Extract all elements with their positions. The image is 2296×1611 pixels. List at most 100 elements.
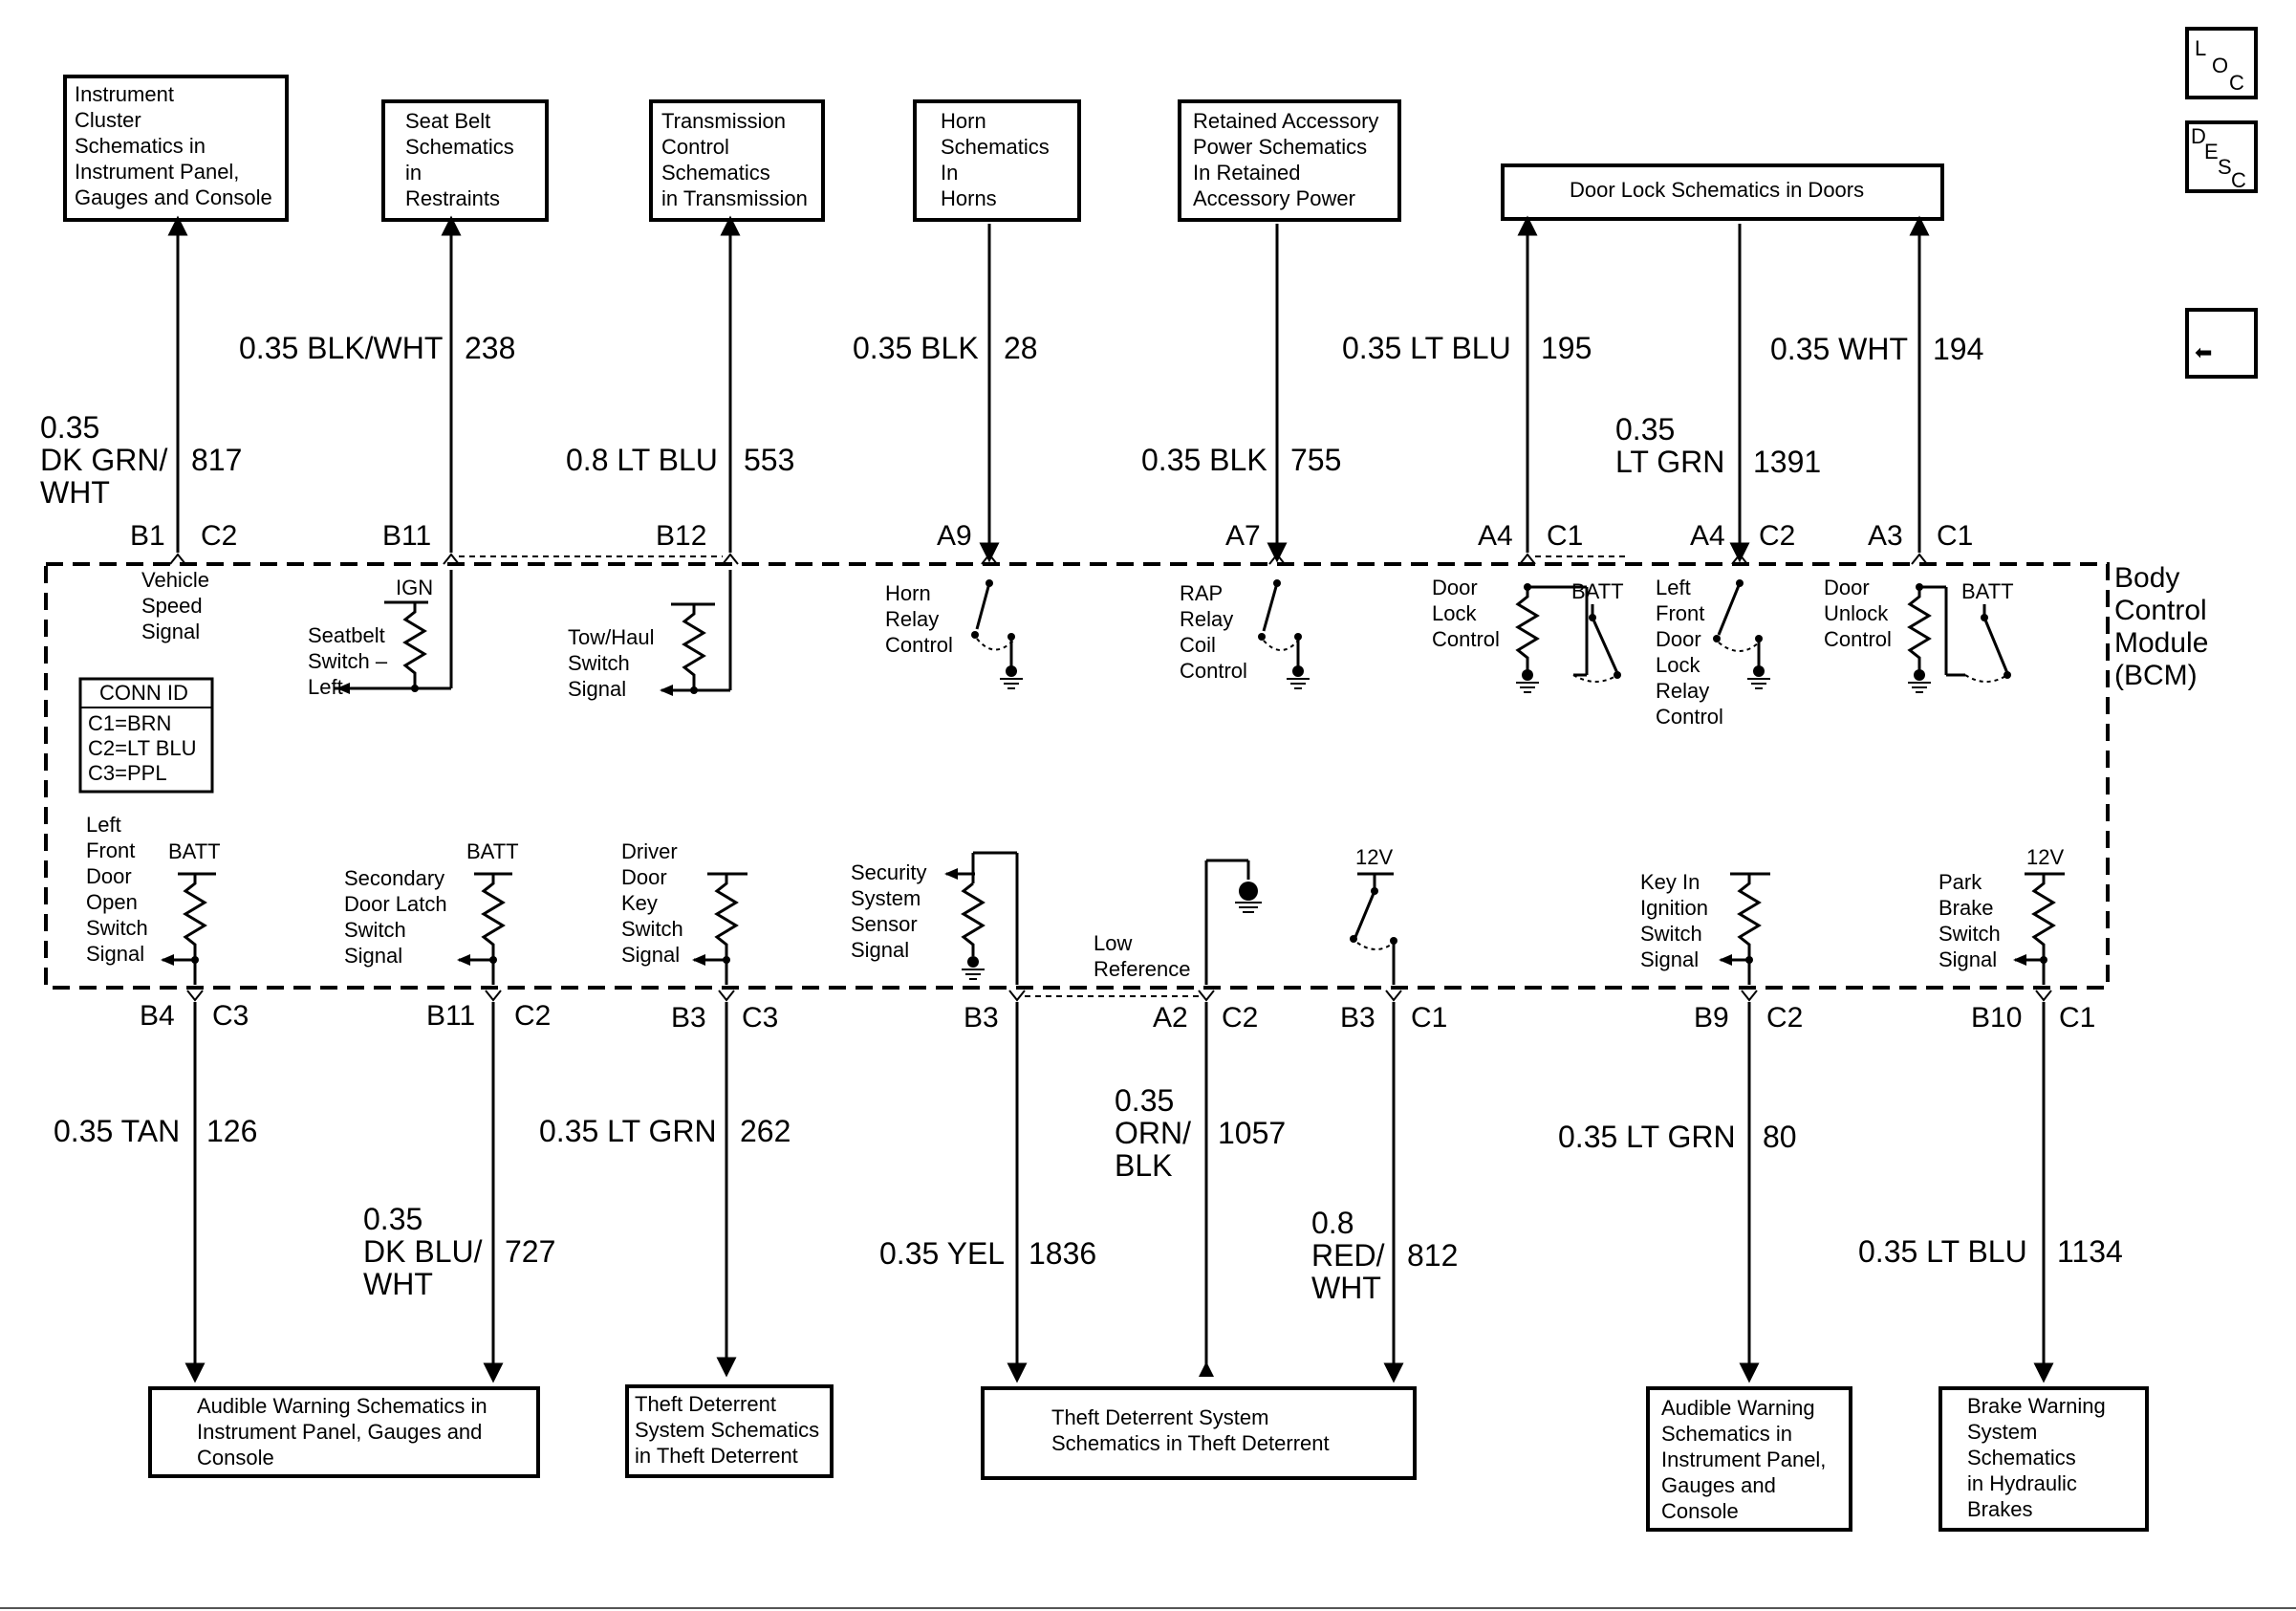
wire-label-812: 0.8 RED/ WHT 812 [1311,1206,1458,1305]
desc-icon[interactable]: D E S C [2185,120,2258,193]
internal-labels-top: Vehicle Speed Signal IGN Seatbelt Switch… [141,568,2014,729]
svg-text:Reference: Reference [1094,957,1191,981]
svg-text:Security: Security [851,860,926,884]
conn-id-table: CONN ID C1=BRN C2=LT BLU C3=PPL [78,677,214,794]
wire-label-1057: 0.35 ORN/ BLK 1057 [1115,1083,1286,1183]
svg-text:S: S [2218,155,2232,179]
svg-text:⬅: ⬅ [2195,340,2212,364]
svg-text:Control: Control [1432,627,1500,651]
svg-text:Left: Left [1656,576,1691,599]
svg-text:C2: C2 [1766,1002,1803,1034]
svg-text:Control: Control [1824,627,1892,651]
svg-text:C3: C3 [212,1000,249,1032]
svg-text:Front: Front [86,838,135,862]
svg-text:E: E [2204,140,2219,163]
svg-text:755: 755 [1290,443,1341,477]
loc-icon[interactable]: L O C [2185,27,2258,99]
svg-text:ORN/: ORN/ [1115,1116,1191,1150]
svg-text:Control: Control [885,633,953,657]
svg-text:A2: A2 [1153,1002,1188,1034]
svg-text:A4: A4 [1478,520,1513,552]
svg-text:C2=LT BLU: C2=LT BLU [88,736,197,760]
top-connector-markers [169,553,1928,565]
svg-text:Signal: Signal [621,943,680,967]
svg-text:0.35 BLK: 0.35 BLK [1141,443,1267,477]
svg-text:Schematics in: Schematics in [75,134,206,158]
svg-text:80: 80 [1763,1120,1797,1154]
svg-text:Seat Belt: Seat Belt [405,109,490,133]
svg-text:Coil: Coil [1180,633,1216,657]
svg-text:B12: B12 [656,520,706,552]
wire-label-195: 0.35 LT BLU 195 [1342,331,1592,365]
wire-label-194: 0.35 WHT 194 [1770,332,1983,366]
svg-text:Switch: Switch [1640,922,1702,946]
internal-circuitry-top [335,570,2011,696]
svg-text:Seatbelt: Seatbelt [308,623,385,647]
svg-text:Driver: Driver [621,839,678,863]
svg-text:Console: Console [197,1446,274,1469]
svg-text:0.35: 0.35 [40,410,99,445]
svg-text:BATT: BATT [1571,579,1624,603]
svg-text:Park: Park [1939,870,1982,894]
bottom-box-theft-deterrent-small: Theft Deterrent System Schematics in The… [625,1384,834,1478]
svg-text:C1: C1 [1937,520,1973,552]
svg-text:Switch: Switch [86,916,148,940]
svg-text:Switch –: Switch – [308,649,388,673]
svg-text:Switch: Switch [621,917,683,941]
svg-text:Switch: Switch [344,918,406,942]
svg-text:BATT: BATT [466,839,519,863]
svg-text:C: C [2231,168,2246,192]
svg-text:Front: Front [1656,601,1704,625]
svg-text:Restraints: Restraints [405,186,500,210]
svg-text:RAP: RAP [1180,581,1223,605]
svg-text:Signal: Signal [1640,947,1699,971]
svg-text:Unlock: Unlock [1824,601,1889,625]
svg-text:Gauges and Console: Gauges and Console [75,185,272,209]
top-box-retained-accessory: Retained Accessory Power Schematics In R… [1178,99,1401,222]
top-box-seat-belt: Seat Belt Schematics in Restraints [381,99,549,222]
top-box-door-lock: Door Lock Schematics in Doors [1501,163,1944,221]
svg-text:Relay: Relay [1180,607,1233,631]
svg-text:1134: 1134 [2057,1234,2123,1269]
svg-text:Vehicle: Vehicle [141,568,209,592]
svg-text:L: L [2195,36,2206,60]
svg-text:LT GRN: LT GRN [1615,445,1724,479]
svg-text:0.35 LT BLU: 0.35 LT BLU [1342,331,1511,365]
wire-label-553: 0.8 LT BLU 553 [566,443,794,477]
svg-text:812: 812 [1407,1238,1458,1273]
svg-text:DK GRN/: DK GRN/ [40,443,167,477]
wire-label-1836: 0.35 YEL 1836 [879,1236,1096,1271]
bcm-module-boundary [44,562,2110,990]
svg-text:B11: B11 [426,1000,475,1032]
bottom-pin-labels: B4 C3 B11 C2 B3 C3 B3 A2 C2 B3 C1 B9 C2 … [140,1000,2095,1034]
top-box-horn: Horn Schematics In Horns [913,99,1081,222]
svg-text:C: C [2229,71,2244,95]
svg-text:System Schematics: System Schematics [635,1418,819,1442]
svg-text:C3=PPL: C3=PPL [88,761,167,785]
back-arrow-icon[interactable]: ⬅ [2185,308,2258,379]
svg-text:C1: C1 [2059,1002,2095,1034]
svg-text:Audible Warning Schematics in: Audible Warning Schematics in [197,1394,487,1418]
svg-text:Open: Open [86,890,138,914]
svg-text:A7: A7 [1225,520,1261,552]
svg-text:Door: Door [621,865,667,889]
svg-text:0.35 TAN: 0.35 TAN [54,1114,180,1148]
top-box-instrument-cluster: Instrument Cluster Schematics in Instrum… [63,75,289,222]
svg-text:Body: Body [2114,562,2179,594]
svg-text:Console: Console [1661,1499,1739,1523]
svg-text:in Hydraulic: in Hydraulic [1967,1471,2077,1495]
svg-text:Retained Accessory: Retained Accessory [1193,109,1378,133]
svg-text:B11: B11 [382,520,431,552]
svg-text:Signal: Signal [86,942,144,966]
svg-text:Door: Door [1656,627,1701,651]
wire-label-1134: 0.35 LT BLU 1134 [1858,1234,2123,1269]
svg-text:B10: B10 [1971,1002,2022,1034]
svg-text:Relay: Relay [885,607,939,631]
svg-text:Tow/Haul: Tow/Haul [568,625,654,649]
svg-text:WHT: WHT [1311,1271,1381,1305]
svg-text:BLK: BLK [1115,1148,1172,1183]
svg-text:Ignition: Ignition [1640,896,1708,920]
svg-text:B3: B3 [964,1002,999,1034]
svg-text:Switch: Switch [1939,922,2001,946]
svg-text:Brake Warning: Brake Warning [1967,1394,2106,1418]
